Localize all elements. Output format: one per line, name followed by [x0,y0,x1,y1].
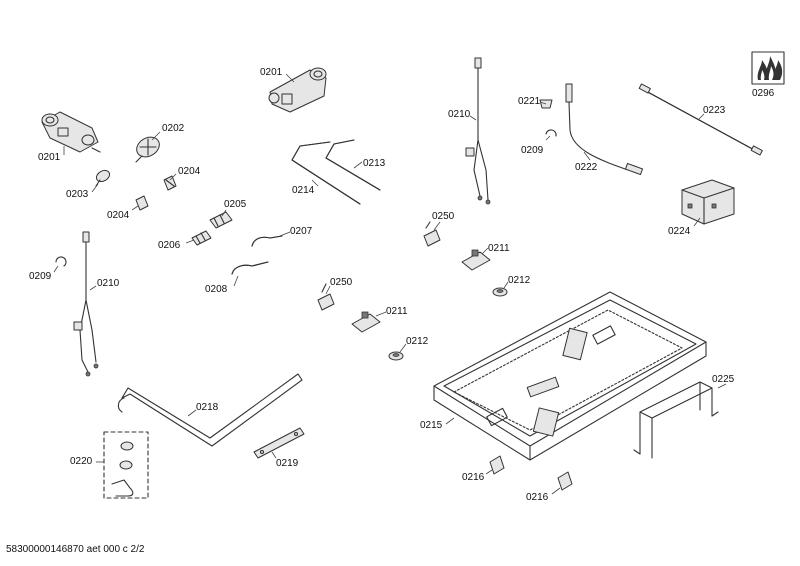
part-0214-long-pipe [291,141,361,205]
label-0209-right: 0209 [521,145,544,156]
part-0215-base-tray [433,291,707,461]
part-0224-ignition-module [681,179,735,225]
part-0207-bent-pipe [251,235,283,247]
flame-icon [757,60,768,80]
part-0206-fitting [191,230,212,246]
part-0212-cap-right [492,287,508,297]
part-0219-bracket [253,427,305,459]
label-0202: 0202 [162,123,185,134]
label-0213: 0213 [363,158,386,169]
part-0218-gas-pipe [117,373,303,447]
part-0205-fitting [209,211,233,229]
label-0203: 0203 [66,189,89,200]
label-0224: 0224 [668,226,691,237]
label-0296: 0296 [752,88,775,99]
label-0208: 0208 [205,284,228,295]
label-0207: 0207 [290,226,313,237]
part-0201-valve-block-mid [268,67,327,113]
part-0203-small-crown [95,169,111,187]
part-0209-clip-left [55,256,67,267]
label-0204-b: 0204 [107,210,130,221]
part-0225-support-bracket [633,381,719,459]
label-0221: 0221 [518,96,541,107]
part-0204-nozzle-b [135,195,149,211]
part-0220-fitting-kit [103,431,149,499]
label-0201-mid: 0201 [260,67,283,78]
part-0210-thermocouple-left [73,231,99,377]
part-0222-ignition-cable [565,83,644,176]
part-0216-clip-a [489,455,505,475]
label-0220: 0220 [70,456,93,467]
label-0219: 0219 [276,458,299,469]
label-0214: 0214 [292,185,315,196]
label-0204-a: 0204 [178,166,201,177]
part-0201-valve-block-left [41,111,101,153]
part-0223-cable-harness [638,83,763,156]
part-0211-valve-mid [351,311,381,333]
label-0205: 0205 [224,199,247,210]
part-0208-bent-pipe [231,261,269,275]
label-0209-left: 0209 [29,271,52,282]
label-0222: 0222 [575,162,598,173]
part-0211-valve-right [461,249,491,271]
label-0216-a: 0216 [462,472,485,483]
label-0211-mid: 0211 [386,306,408,317]
label-0211-right: 0211 [488,243,510,254]
part-0209-clip-right [545,129,557,137]
part-0216-clip-b [557,471,573,491]
label-0215: 0215 [420,420,443,431]
part-0250-igniter-right [423,221,441,247]
label-0206: 0206 [158,240,181,251]
label-0212-right: 0212 [508,275,531,286]
label-0218: 0218 [196,402,219,413]
label-0225: 0225 [712,374,735,385]
label-0250-mid: 0250 [330,277,353,288]
part-0250-igniter-mid [317,283,335,311]
document-reference-footer: 58300000146870 aet 000 c 2/2 [6,544,145,555]
label-0201-left: 0201 [38,152,61,163]
part-0204-nozzle-a [163,175,177,191]
part-0213-long-pipe [325,139,381,191]
part-0212-cap-mid [388,351,404,361]
part-0210-thermocouple-right [465,57,491,205]
part-0202-burner-crown [135,136,160,163]
label-0212-mid: 0212 [406,336,429,347]
label-0250-right: 0250 [432,211,455,222]
label-0223: 0223 [703,105,726,116]
label-0210-right: 0210 [448,109,471,120]
label-0216-b: 0216 [526,492,549,503]
label-0210-left: 0210 [97,278,120,289]
part-0296-gas-flame-symbol [751,51,785,85]
